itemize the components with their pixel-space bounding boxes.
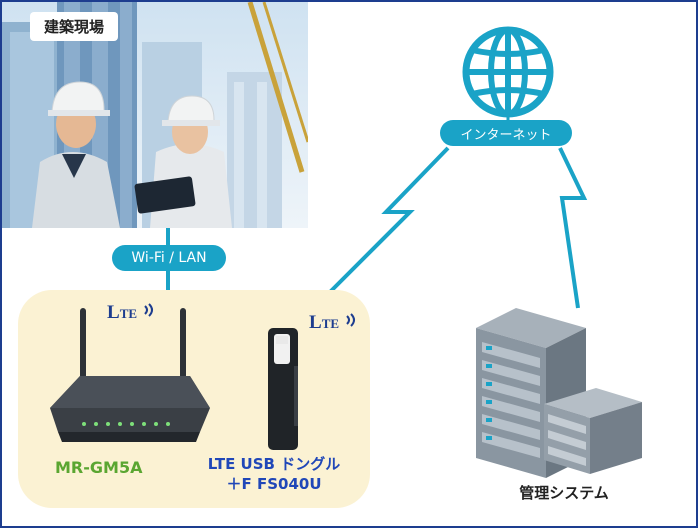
dongle-name: LTE USB ドングル ＋F FS040U [195, 454, 353, 494]
lte-signal-icon: LTE [309, 312, 359, 334]
usb-dongle-image [268, 328, 298, 450]
lte-signal-icon: LTE [107, 302, 157, 324]
wifi-lan-pill: Wi-Fi / LAN [112, 245, 226, 271]
dongle-name-line1: LTE USB ドングル [207, 455, 341, 473]
server-lightning-link [558, 147, 588, 309]
globe-icon [462, 26, 554, 118]
router-name: MR-GM5A [55, 458, 143, 477]
management-system-label: 管理システム [519, 484, 609, 502]
site-label: 建築現場 [30, 12, 119, 41]
dongle-name-line2: ＋F FS040U [226, 475, 322, 493]
router-image [50, 308, 210, 442]
construction-site-photo: 建築現場 [2, 2, 308, 228]
server-rack-icon [476, 308, 642, 478]
site-photo-illustration [2, 2, 308, 228]
device-lightning-link [328, 146, 450, 294]
internet-pill: インターネット [440, 120, 572, 146]
